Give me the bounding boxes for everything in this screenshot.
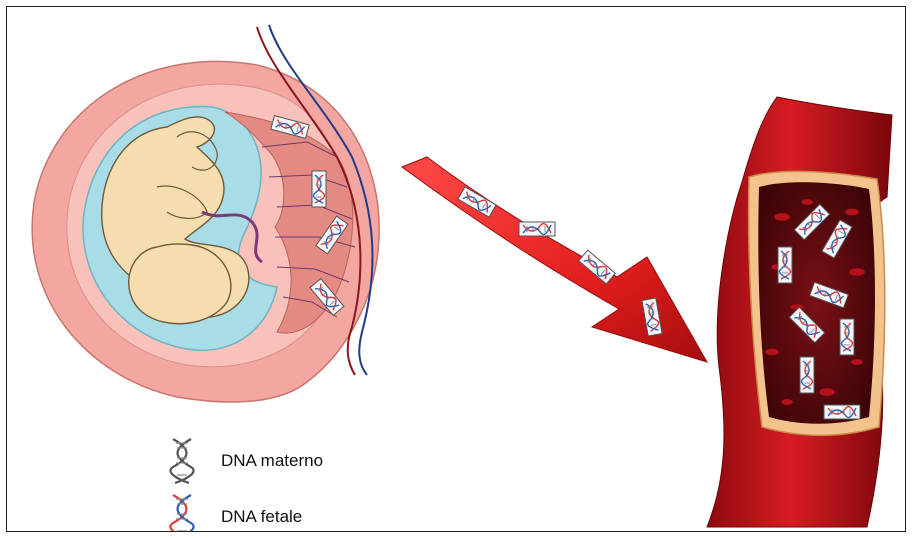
- transfer-arrow: [402, 157, 707, 362]
- dna-helix-red-blue-icon: [167, 493, 197, 532]
- uterus-illustration: [32, 25, 379, 402]
- fetus-head: [129, 244, 231, 324]
- maternal-dna-icon: [840, 319, 854, 355]
- figure-frame: DNA materno DNA fetale: [6, 6, 906, 532]
- legend-label-fetal: DNA fetale: [221, 507, 302, 527]
- legend-item-fetal: DNA fetale: [167, 493, 323, 532]
- legend-item-maternal: DNA materno: [167, 437, 323, 485]
- fetal-dna-icon: [824, 405, 860, 419]
- diagram-canvas: [7, 7, 905, 531]
- legend: DNA materno DNA fetale: [167, 437, 323, 532]
- blood-vessel: [707, 97, 892, 527]
- legend-label-maternal: DNA materno: [221, 451, 323, 471]
- fetal-dna-icon: [519, 222, 555, 236]
- dna-helix-grey-icon: [167, 437, 197, 485]
- maternal-dna-icon: [800, 357, 814, 393]
- fetal-dna-icon: [312, 171, 326, 207]
- maternal-dna-icon: [778, 247, 792, 283]
